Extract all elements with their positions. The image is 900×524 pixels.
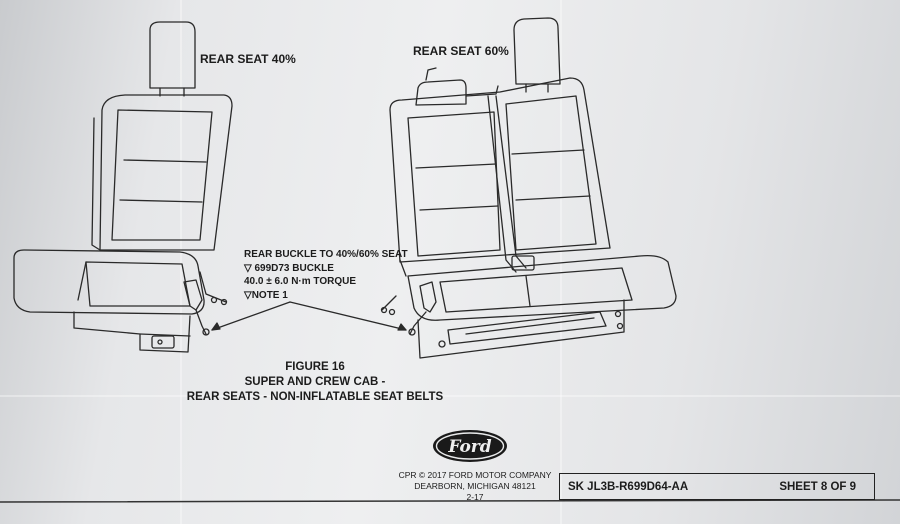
- seat-60-drawing: [380, 17, 677, 359]
- caption-line: REAR SEATS - NON-INFLATABLE SEAT BELTS: [186, 391, 444, 403]
- company-line: 2-17: [466, 492, 484, 502]
- ford-logo-text: Ford: [447, 437, 491, 457]
- callout-line: REAR BUCKLE TO 40%/60% SEAT: [244, 249, 408, 260]
- buckle-callout: REAR BUCKLE TO 40%/60% SEAT ▽ 699D73 BUC…: [244, 248, 408, 302]
- paper-fold: [0, 395, 900, 397]
- company-line: DEARBORN, MICHIGAN 48121: [414, 481, 536, 491]
- callout-line: ▽NOTE 1: [244, 289, 288, 301]
- sketch-number: SK JL3B-R699D64-AA: [568, 480, 689, 493]
- company-line: CPR © 2017 FORD MOTOR COMPANY: [398, 470, 552, 480]
- ford-logo: Ford: [433, 430, 507, 462]
- figure-caption: FIGURE 16 SUPER AND CREW CAB - REAR SEAT…: [150, 360, 480, 405]
- figure-number: FIGURE 16: [285, 361, 345, 373]
- title-block: SK JL3B-R699D64-AA SHEET 8 OF 9: [559, 473, 875, 500]
- seat-40-drawing: [13, 21, 233, 353]
- paper-fold: [560, 0, 562, 524]
- seat-60-label: REAR SEAT 60%: [413, 44, 509, 58]
- callout-line: 40.0 ± 6.0 N·m TORQUE: [244, 276, 357, 287]
- seat-40-label: REAR SEAT 40%: [200, 52, 296, 66]
- paper-fold: [180, 0, 182, 524]
- sheet-number: SHEET 8 OF 9: [779, 480, 856, 493]
- company-info: CPR © 2017 FORD MOTOR COMPANY DEARBORN, …: [390, 470, 560, 503]
- callout-leaders: [211, 301, 407, 331]
- callout-line: ▽ 699D73 BUCKLE: [244, 262, 334, 274]
- caption-line: SUPER AND CREW CAB -: [244, 376, 386, 388]
